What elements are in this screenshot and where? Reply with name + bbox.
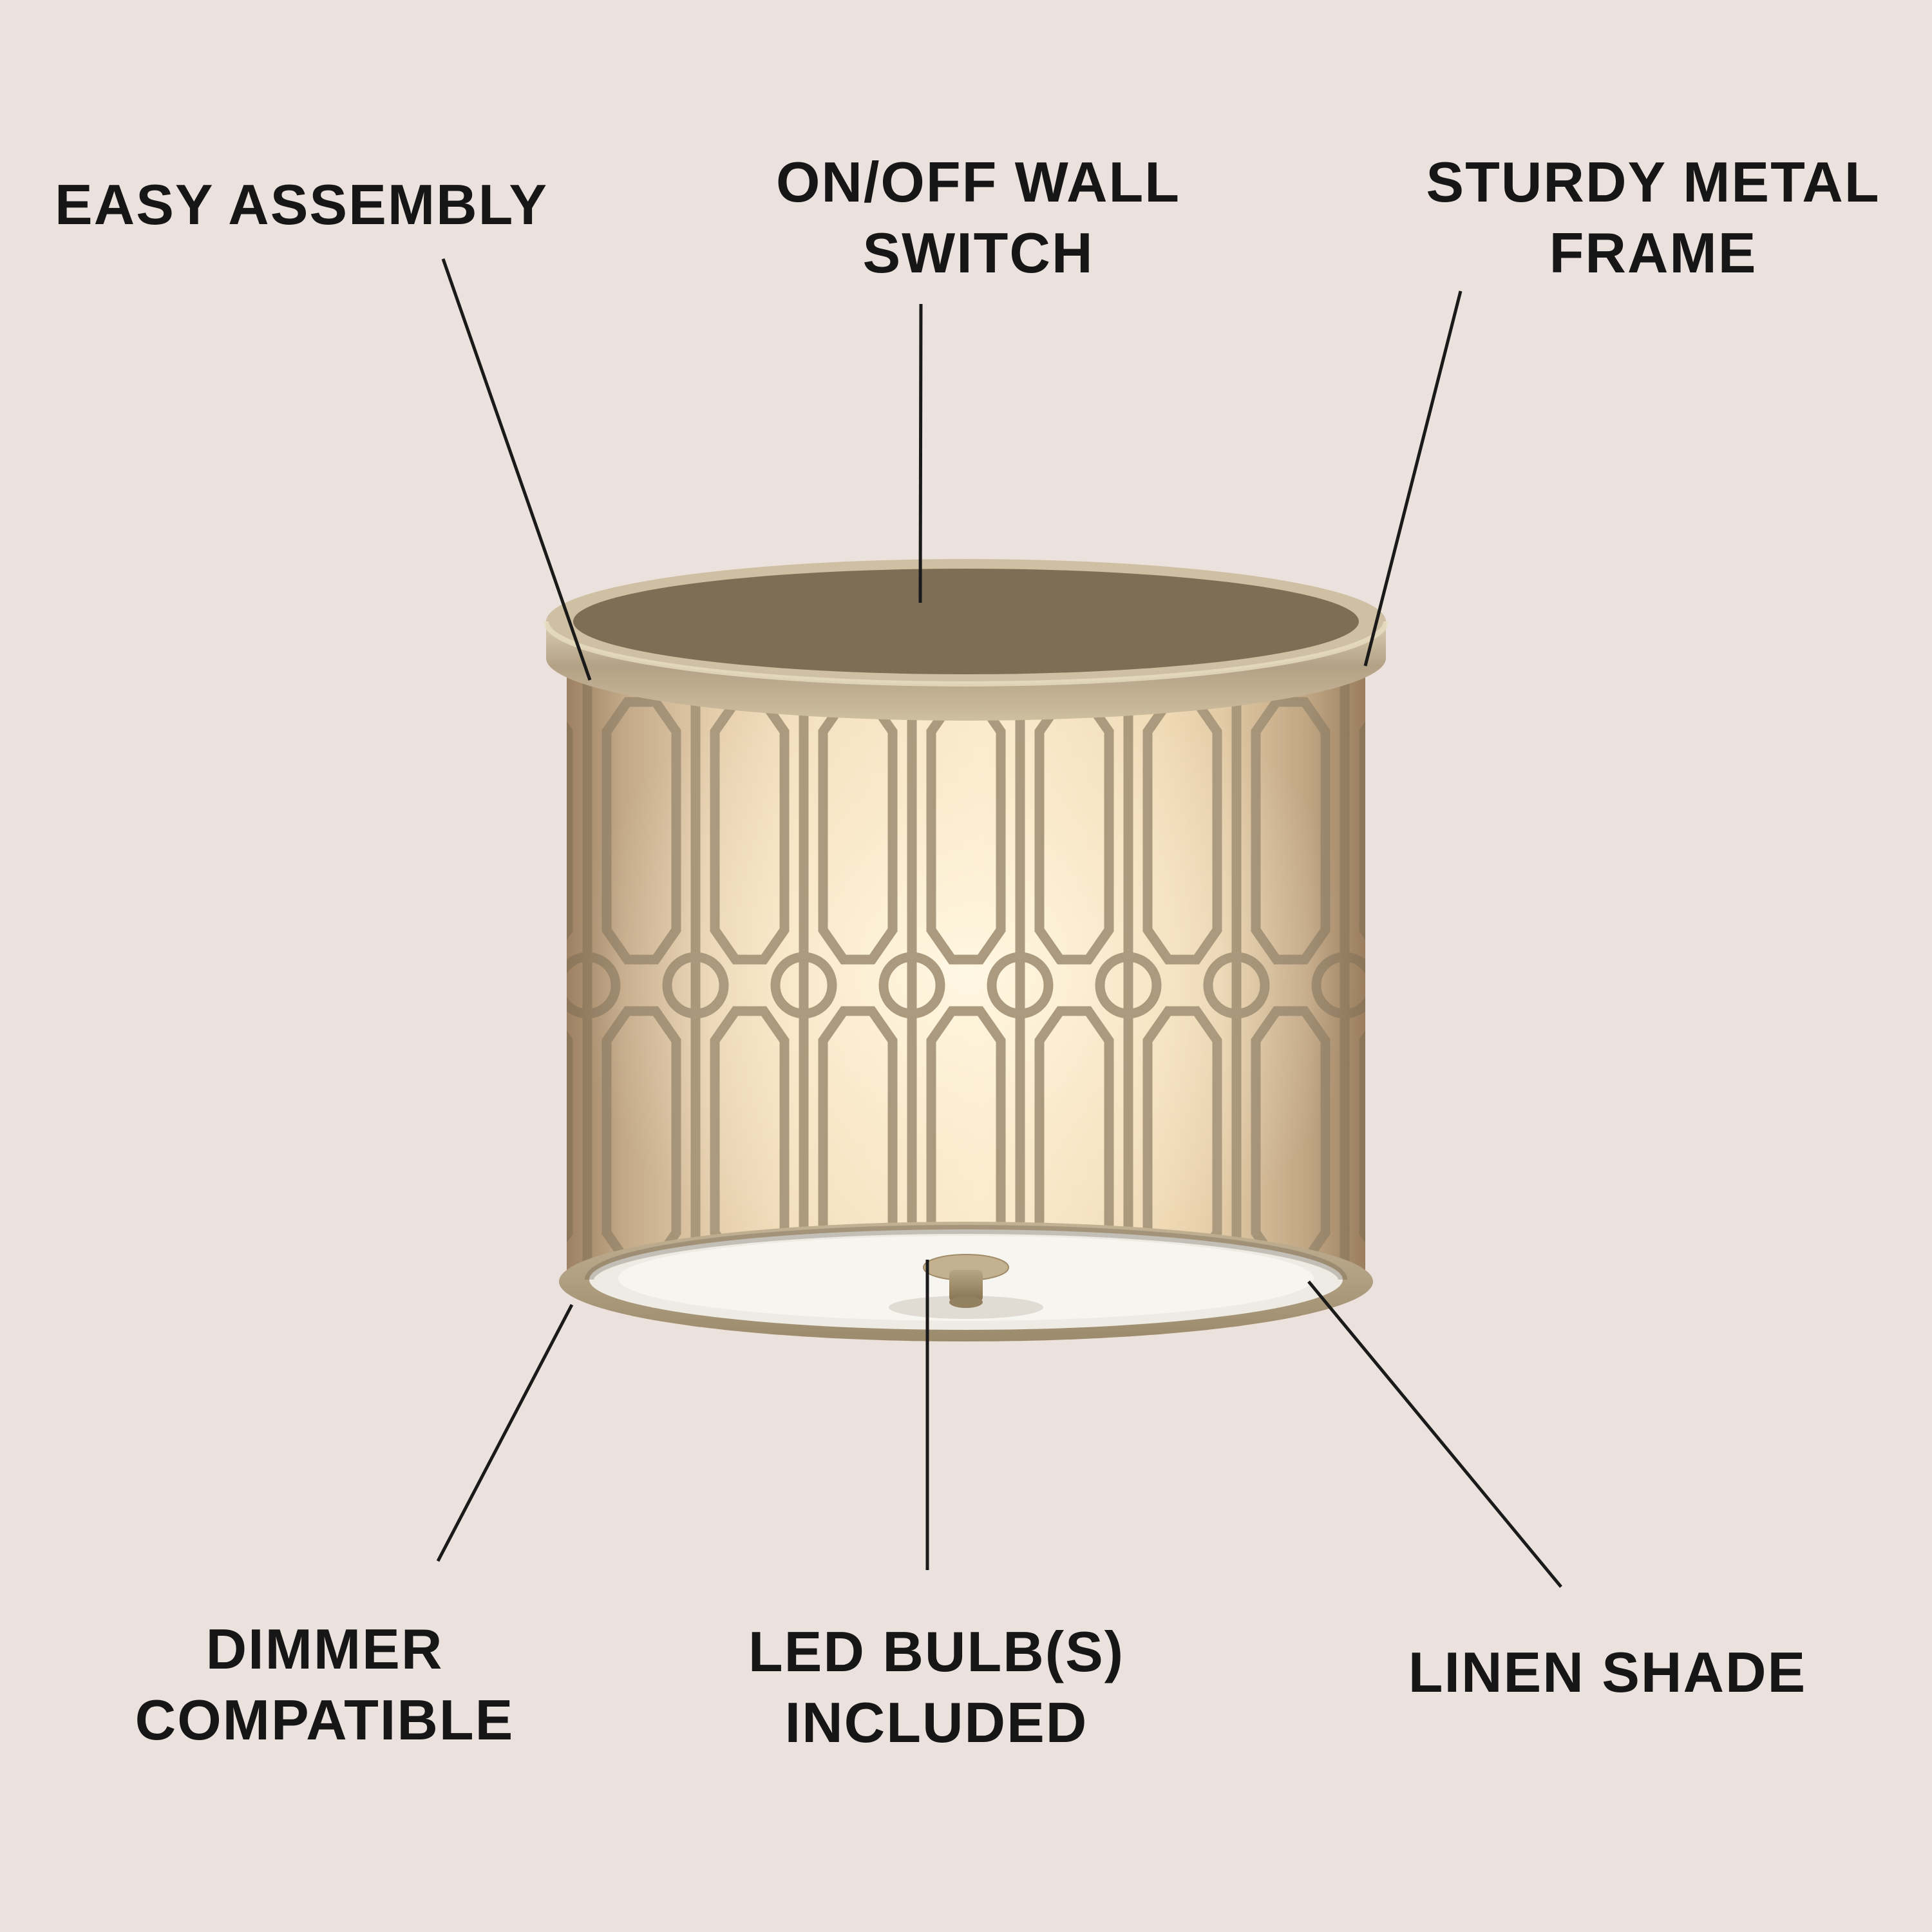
callout-label-linen-shade: LINEN SHADE xyxy=(1408,1637,1807,1708)
callout-label-dimmer-compatible: DIMMER COMPATIBLE xyxy=(135,1614,515,1756)
callout-text: FRAME xyxy=(1549,221,1757,285)
callout-text: COMPATIBLE xyxy=(135,1688,515,1752)
callout-text: EASY ASSEMBLY xyxy=(54,173,549,236)
callout-line-linen-shade xyxy=(1307,1280,1562,1588)
callout-text: STURDY METAL xyxy=(1426,150,1880,214)
callout-text: INCLUDED xyxy=(784,1690,1088,1754)
callout-line-dimmer-compatible xyxy=(436,1303,574,1562)
callout-line-easy-assembly xyxy=(441,258,592,681)
lamp-bottom-ring xyxy=(559,1222,1373,1341)
lamp-drum-shade xyxy=(567,670,1365,1341)
callout-text: DIMMER xyxy=(205,1617,444,1681)
callout-label-led-bulbs-included: LED BULB(S) INCLUDED xyxy=(748,1616,1124,1758)
callout-text: ON/OFF WALL xyxy=(775,150,1181,214)
callout-label-sturdy-metal-frame: STURDY METAL FRAME xyxy=(1426,147,1880,289)
callout-text: LINEN SHADE xyxy=(1408,1640,1807,1704)
callout-line-sturdy-metal-frame xyxy=(1363,290,1463,667)
lamp-top-rim-band xyxy=(544,621,1388,721)
callout-label-easy-assembly: EASY ASSEMBLY xyxy=(55,169,548,240)
lamp-top-rim xyxy=(546,559,1386,684)
callout-text: SWITCH xyxy=(862,221,1094,285)
callout-line-on-off-wall-switch xyxy=(918,303,923,603)
callout-label-on-off-wall-switch: ON/OFF WALL SWITCH xyxy=(776,147,1180,289)
callout-text: LED BULB(S) xyxy=(748,1620,1125,1683)
callout-lines xyxy=(436,258,1562,1588)
bulb-finial xyxy=(923,1254,1009,1308)
